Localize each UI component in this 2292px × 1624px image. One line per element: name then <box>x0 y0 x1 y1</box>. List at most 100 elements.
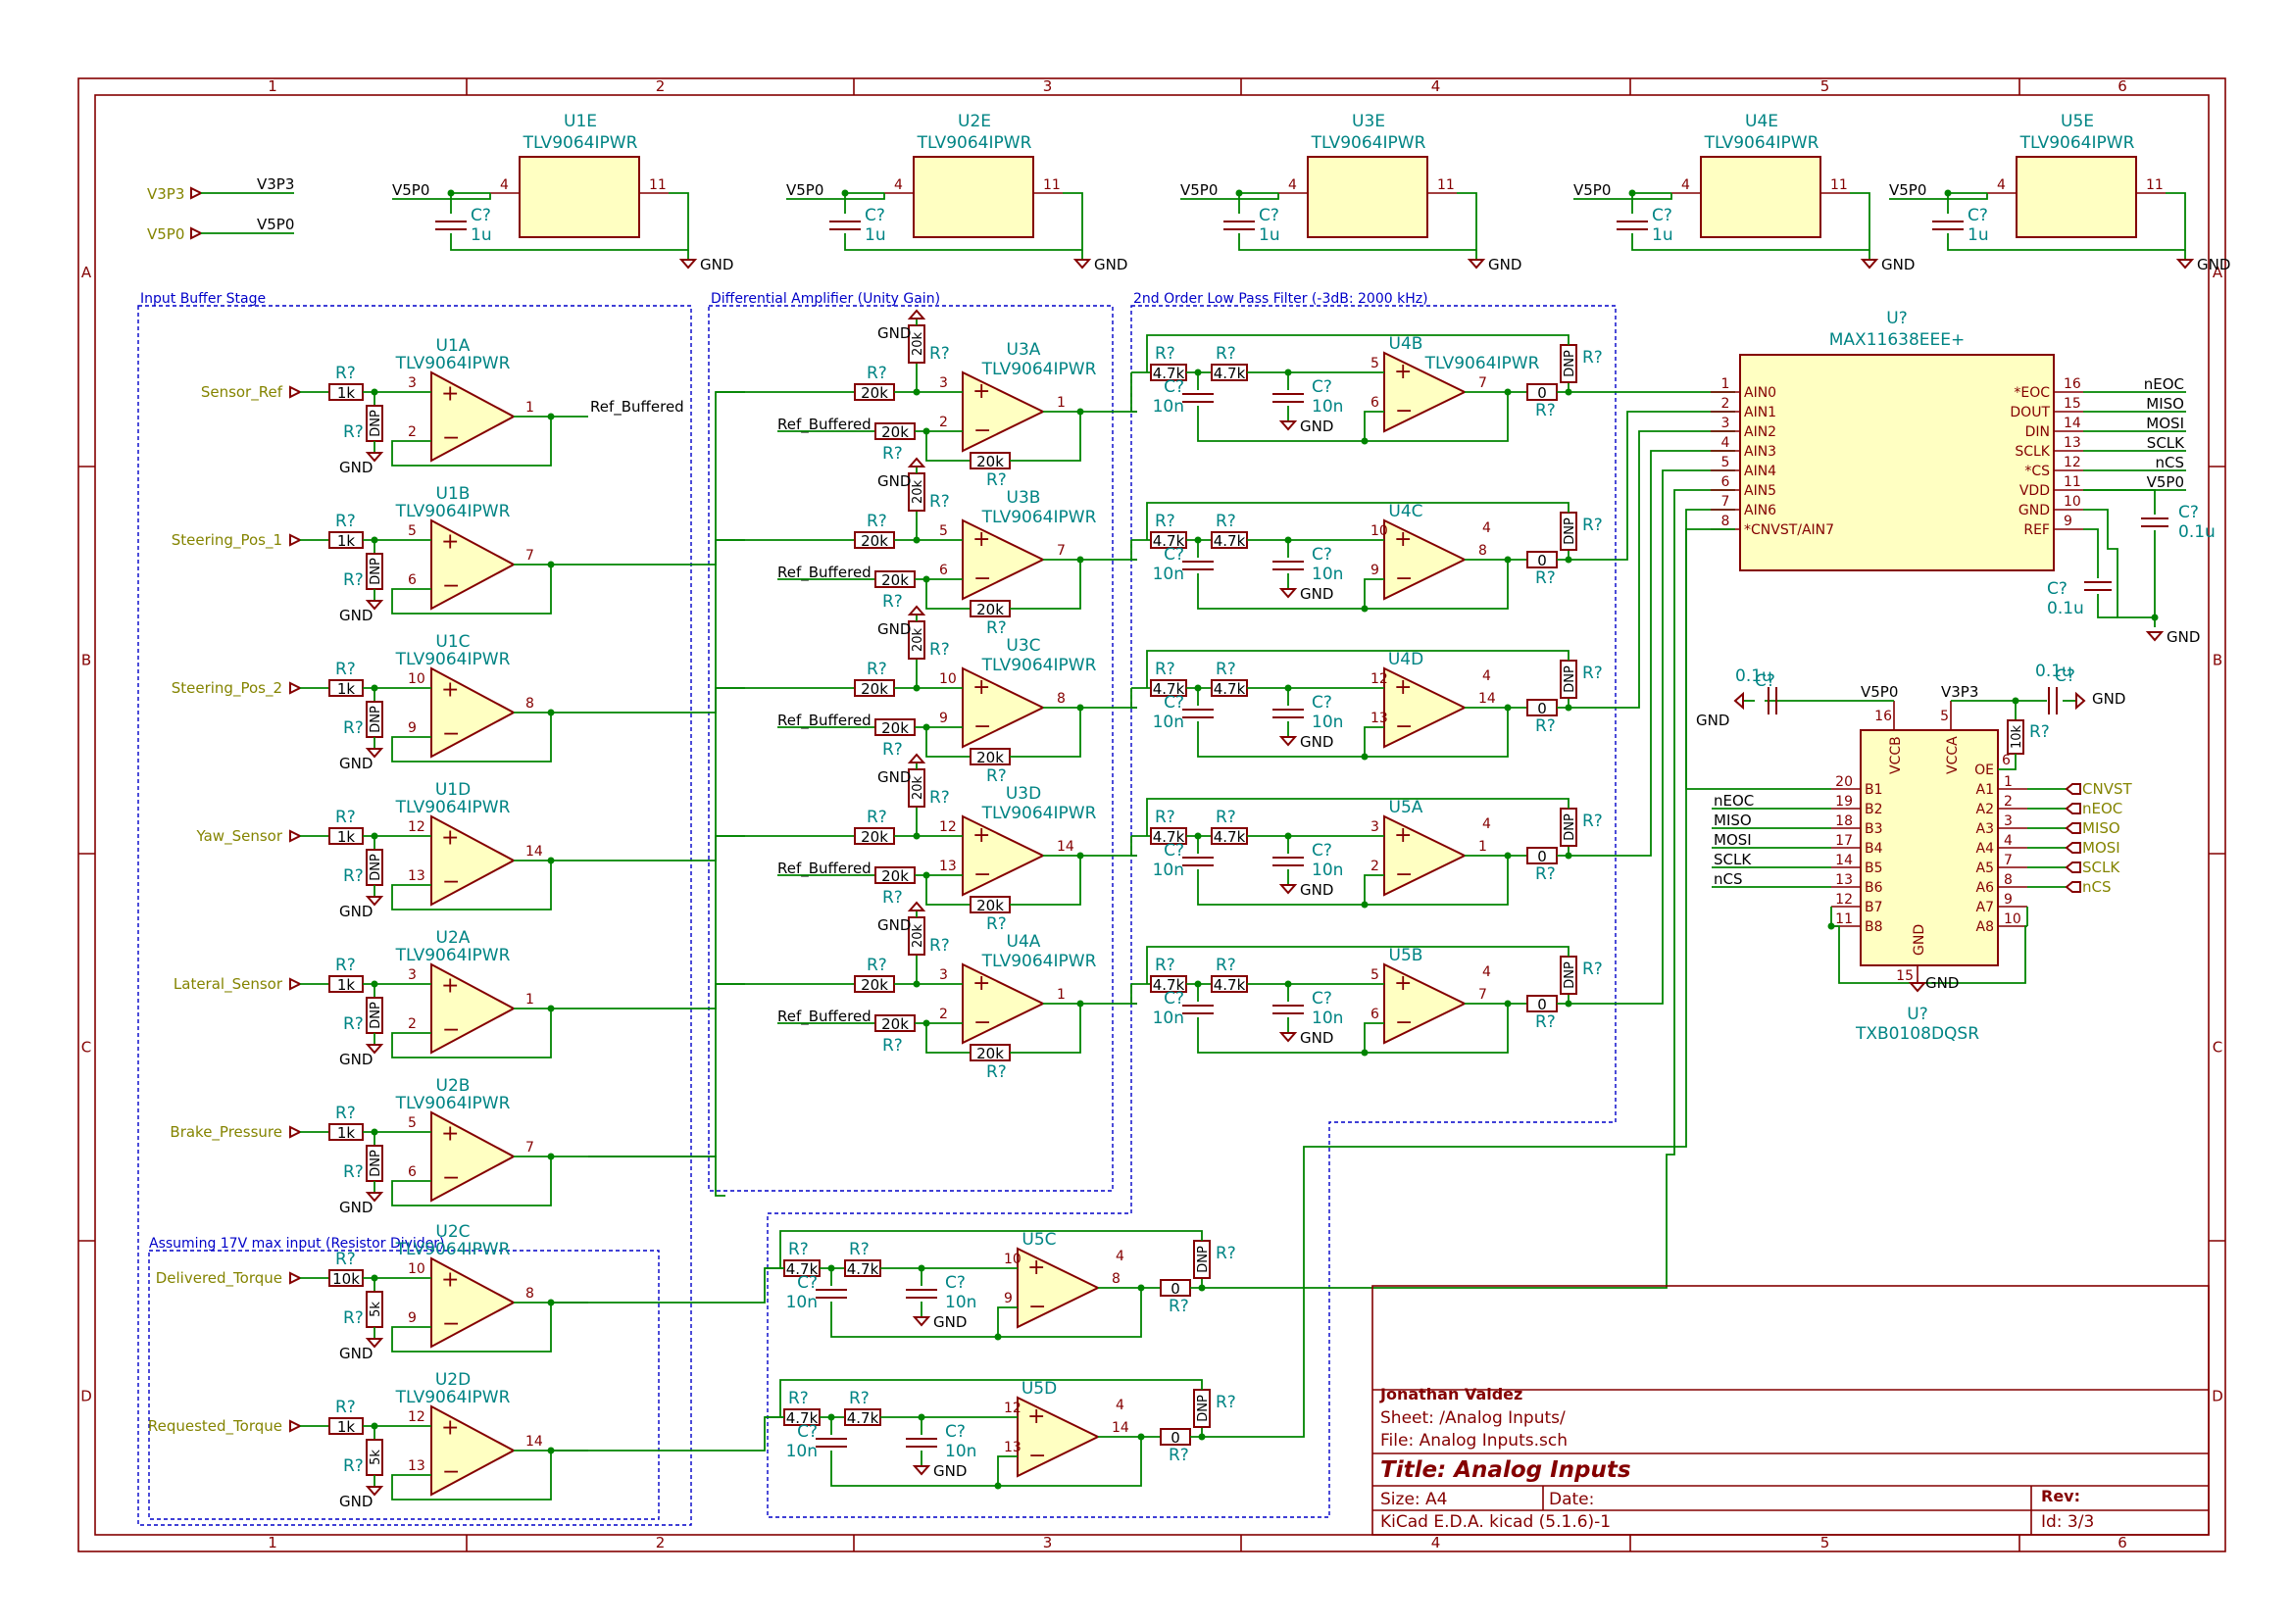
ground-symbol <box>1467 259 1486 270</box>
ground-symbol <box>1860 259 1879 270</box>
pin-number: 12 <box>408 819 425 835</box>
minus-sign: − <box>1395 1010 1413 1035</box>
pin-number: 5 <box>1940 709 1949 724</box>
resistor-ref: R? <box>867 364 887 383</box>
resistor-value: 1k <box>337 532 356 550</box>
resistor-ref: R? <box>882 592 903 612</box>
cap-value: 1u <box>471 225 492 245</box>
ground-label: GND <box>339 607 373 624</box>
resistor-ref: R? <box>335 956 356 975</box>
cap-ref: C? <box>1259 206 1279 225</box>
input-buffer-box <box>137 305 692 1526</box>
wire <box>391 1009 552 1058</box>
port-arrow <box>2065 822 2081 834</box>
pin-number: 2 <box>2004 794 2013 810</box>
resistor-ref: R? <box>1169 1297 1189 1316</box>
net-label: V5P0 <box>2147 473 2184 491</box>
resistor-value: 20k <box>911 479 925 504</box>
opamp-value: TLV9064IPWR <box>395 1388 511 1407</box>
net-label: SCLK <box>2147 434 2185 452</box>
frame-row-label: A <box>81 264 92 281</box>
resistor-value: 20k <box>861 532 888 550</box>
frame-col-label: 6 <box>2118 1534 2127 1551</box>
pin-number: 12 <box>1370 671 1388 687</box>
pin-number: 14 <box>525 1434 543 1450</box>
pin-number: 3 <box>408 967 417 983</box>
net-label: MISO <box>1714 812 1752 829</box>
wire <box>1197 856 1509 906</box>
pin-number: 11 <box>1043 177 1061 193</box>
resistor-ref: R? <box>1216 512 1236 531</box>
ground-label: GND <box>700 256 733 273</box>
port-arrow <box>289 533 303 547</box>
signal-label: Brake_Pressure <box>170 1123 282 1142</box>
frame-col-label: 2 <box>656 77 666 95</box>
unit-ref: U2E <box>958 112 991 131</box>
resistor-value: 1k <box>337 384 356 402</box>
ground-label: GND <box>1488 256 1521 273</box>
pin-name: B3 <box>1865 821 1883 837</box>
wire <box>925 875 971 906</box>
minus-sign: − <box>1395 399 1413 423</box>
resistor-ref: R? <box>343 718 364 738</box>
junction-dot <box>1361 753 1369 761</box>
cap-value: 1u <box>1259 225 1280 245</box>
wire <box>1364 1022 1384 1053</box>
junction-dot <box>1076 852 1084 860</box>
pin-number: 2 <box>408 1016 417 1032</box>
pin-number: 5 <box>408 1115 417 1131</box>
rail-net: V5P0 <box>786 181 823 199</box>
unit-ref: U4E <box>1745 112 1778 131</box>
signal-label: Steering_Pos_2 <box>172 679 282 698</box>
pin-number: 2 <box>408 424 417 440</box>
pin-name: VCCB <box>1888 736 1904 774</box>
cap-ref: C? <box>1164 693 1184 713</box>
net-label: nCS <box>2155 454 2184 471</box>
resistor-ref: R? <box>1155 512 1175 531</box>
wire <box>786 193 885 200</box>
wire <box>588 1156 725 1197</box>
pin-number: 8 <box>1721 514 1730 529</box>
ground-label: GND <box>877 472 911 490</box>
wire <box>551 1267 784 1304</box>
resistor-ref: R? <box>2029 722 2050 742</box>
resistor-value: 4.7k <box>1153 976 1185 994</box>
opamp-ref: U4C <box>1388 502 1422 521</box>
cap-value: 10n <box>1312 565 1343 584</box>
cap-ref: C? <box>1312 693 1332 713</box>
wire <box>588 391 745 566</box>
wire <box>779 1379 1203 1417</box>
rail-ports: V3P3 V3P3 V5P0 V5P0 <box>147 175 294 243</box>
pin-number: 10 <box>2004 911 2021 927</box>
minus-sign: − <box>973 714 991 739</box>
ground-label: GND <box>877 324 911 342</box>
cap-value: 1u <box>1652 225 1673 245</box>
junction-dot <box>1137 1284 1145 1292</box>
resistor-value: 20k <box>881 1015 909 1033</box>
resistor-value: 0 <box>1537 848 1547 865</box>
resistor-value: 0 <box>1171 1280 1180 1298</box>
signal-label: Sensor_Ref <box>201 383 283 402</box>
unit-body <box>519 156 640 238</box>
ground-symbol <box>1278 884 1298 895</box>
junction-dot <box>1137 1433 1145 1441</box>
plus-sign: + <box>972 527 990 552</box>
pin-name: *CS <box>2024 464 2050 479</box>
resistor-value: 20k <box>881 719 909 737</box>
cap-ref: C? <box>2178 503 2199 522</box>
resistor-value: 20k <box>861 976 888 994</box>
ground-symbol <box>907 901 926 911</box>
ground-symbol <box>912 1465 931 1476</box>
plus-sign: + <box>972 971 990 996</box>
minus-sign: − <box>1395 862 1413 887</box>
cap-ref: C? <box>1968 206 1988 225</box>
opamp-ref: U5C <box>1021 1230 1056 1250</box>
wire <box>1130 984 1137 1005</box>
opamp-value: TLV9064IPWR <box>981 656 1097 675</box>
wire <box>1573 193 1672 200</box>
unit-body <box>913 156 1034 238</box>
